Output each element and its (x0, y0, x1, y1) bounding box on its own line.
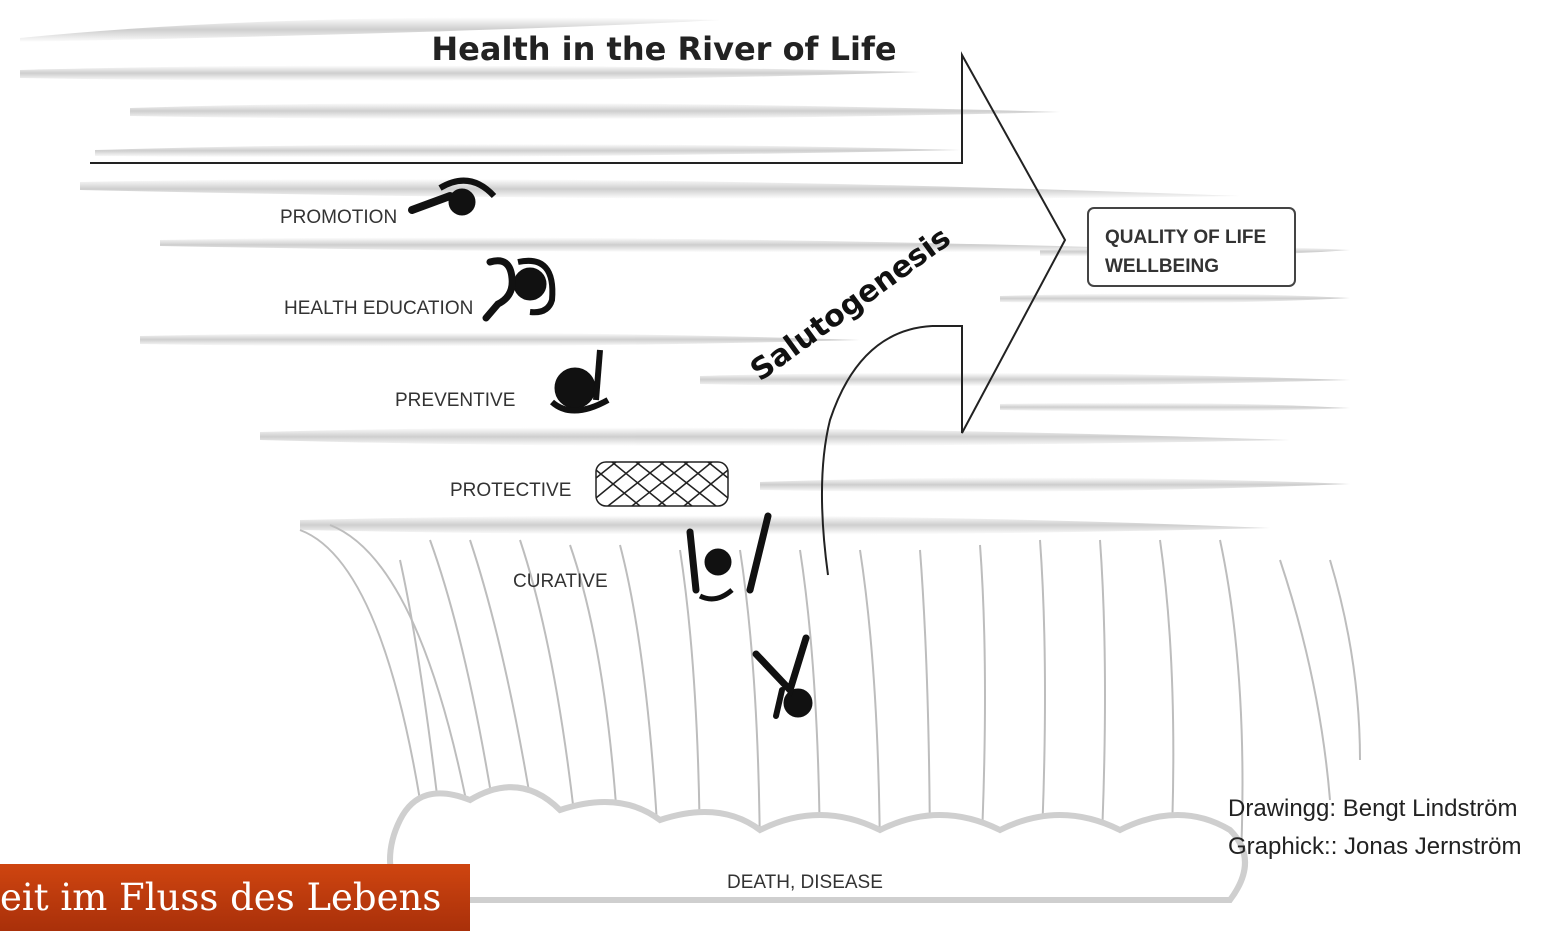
label-promotion: PROMOTION (280, 207, 397, 228)
protective-net-icon (596, 462, 728, 506)
credit-drawing: Drawingg: Bengt Lindström (1228, 790, 1521, 828)
credit-graphic: Graphick:: Jonas Jernström (1228, 828, 1521, 866)
label-health-education: HEALTH EDUCATION (284, 298, 473, 319)
label-protective: PROTECTIVE (450, 480, 571, 501)
label-preventive: PREVENTIVE (395, 390, 515, 411)
salutogenesis-curve (822, 326, 932, 575)
caption-banner: eit im Fluss des Lebens (0, 864, 470, 931)
credits: Drawingg: Bengt Lindström Graphick:: Jon… (1228, 790, 1521, 866)
label-death-disease: DEATH, DISEASE (727, 872, 883, 893)
diagram-title: Health in the River of Life (431, 30, 896, 68)
quality-line1: QUALITY OF LIFE (1105, 227, 1266, 248)
label-curative: CURATIVE (513, 571, 608, 592)
swimmer-preventive-icon (552, 350, 608, 411)
swimmer-falling-icon (756, 638, 812, 717)
quality-line2: WELLBEING (1105, 256, 1219, 277)
swimmer-health-education-icon (486, 261, 552, 318)
